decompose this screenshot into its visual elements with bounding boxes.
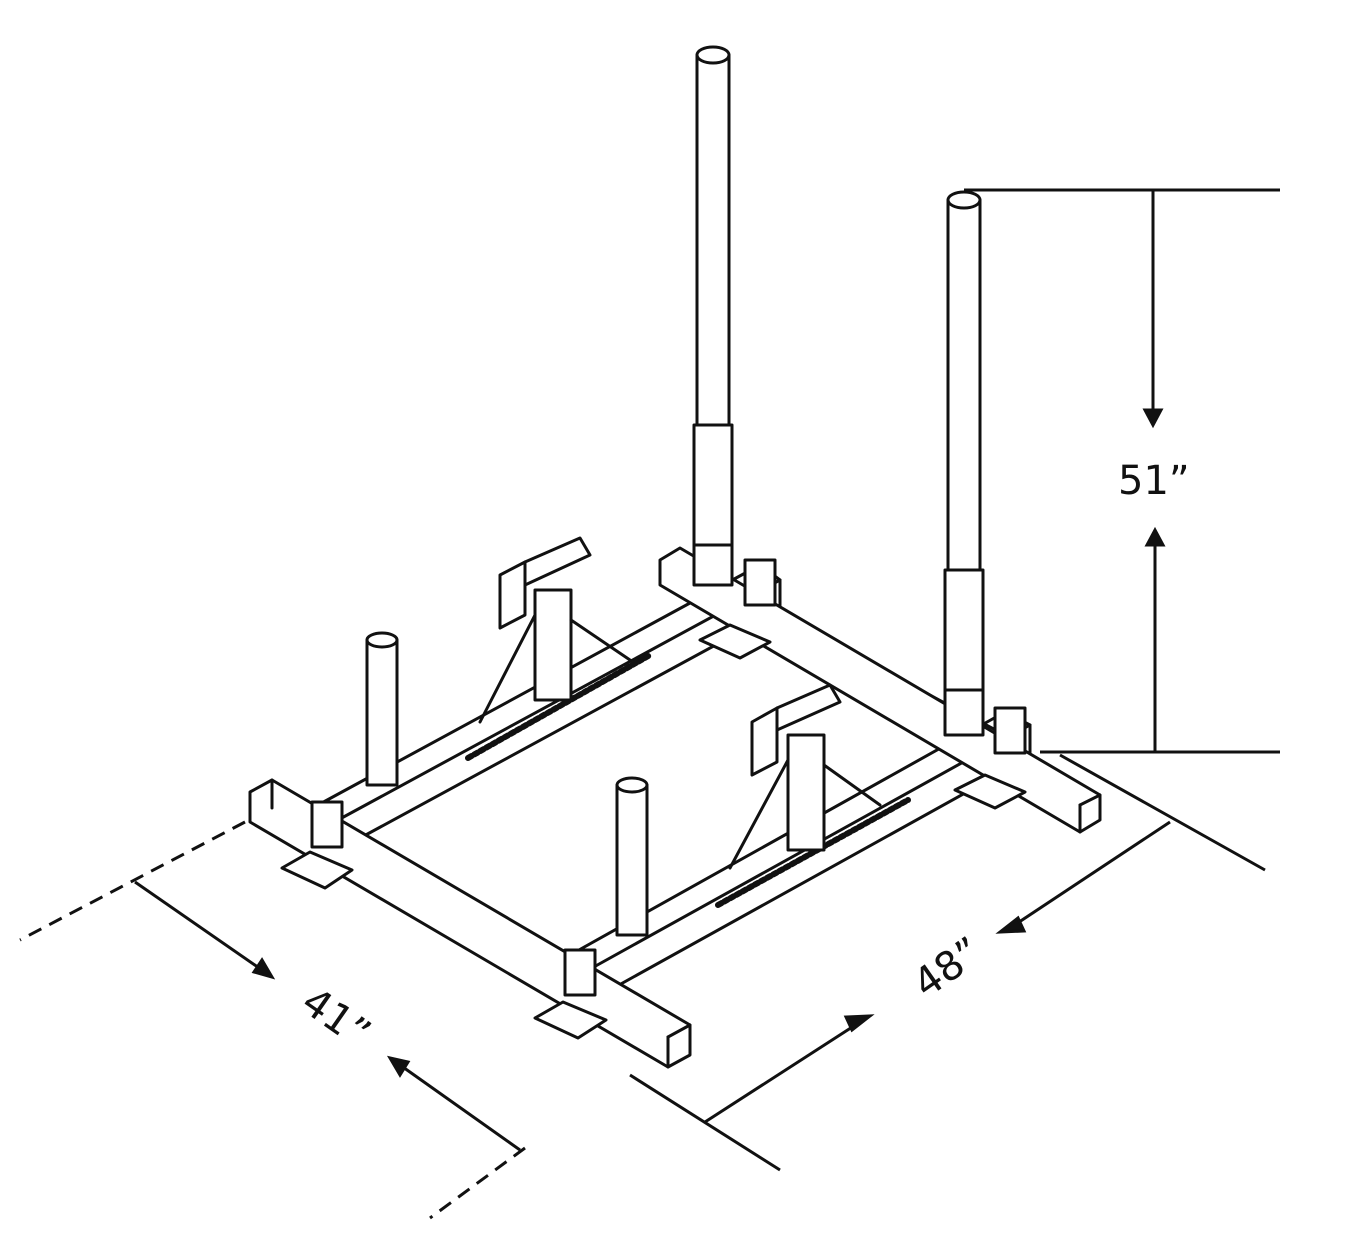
- bracket-front: [728, 683, 882, 870]
- height-label: 51”: [1118, 458, 1190, 504]
- length-dimension: [629, 753, 1266, 1172]
- short-post-back: [365, 631, 399, 787]
- tall-post-back: [692, 45, 734, 587]
- bracket-back: [478, 536, 632, 724]
- width-dimension: [19, 820, 526, 1220]
- tall-post-front: [943, 190, 985, 737]
- rail-text-front: [715, 797, 911, 908]
- rail-text-back: [465, 652, 653, 761]
- height-dimension: [964, 188, 1280, 754]
- skid-right: [658, 546, 1102, 834]
- short-post-front: [615, 776, 649, 937]
